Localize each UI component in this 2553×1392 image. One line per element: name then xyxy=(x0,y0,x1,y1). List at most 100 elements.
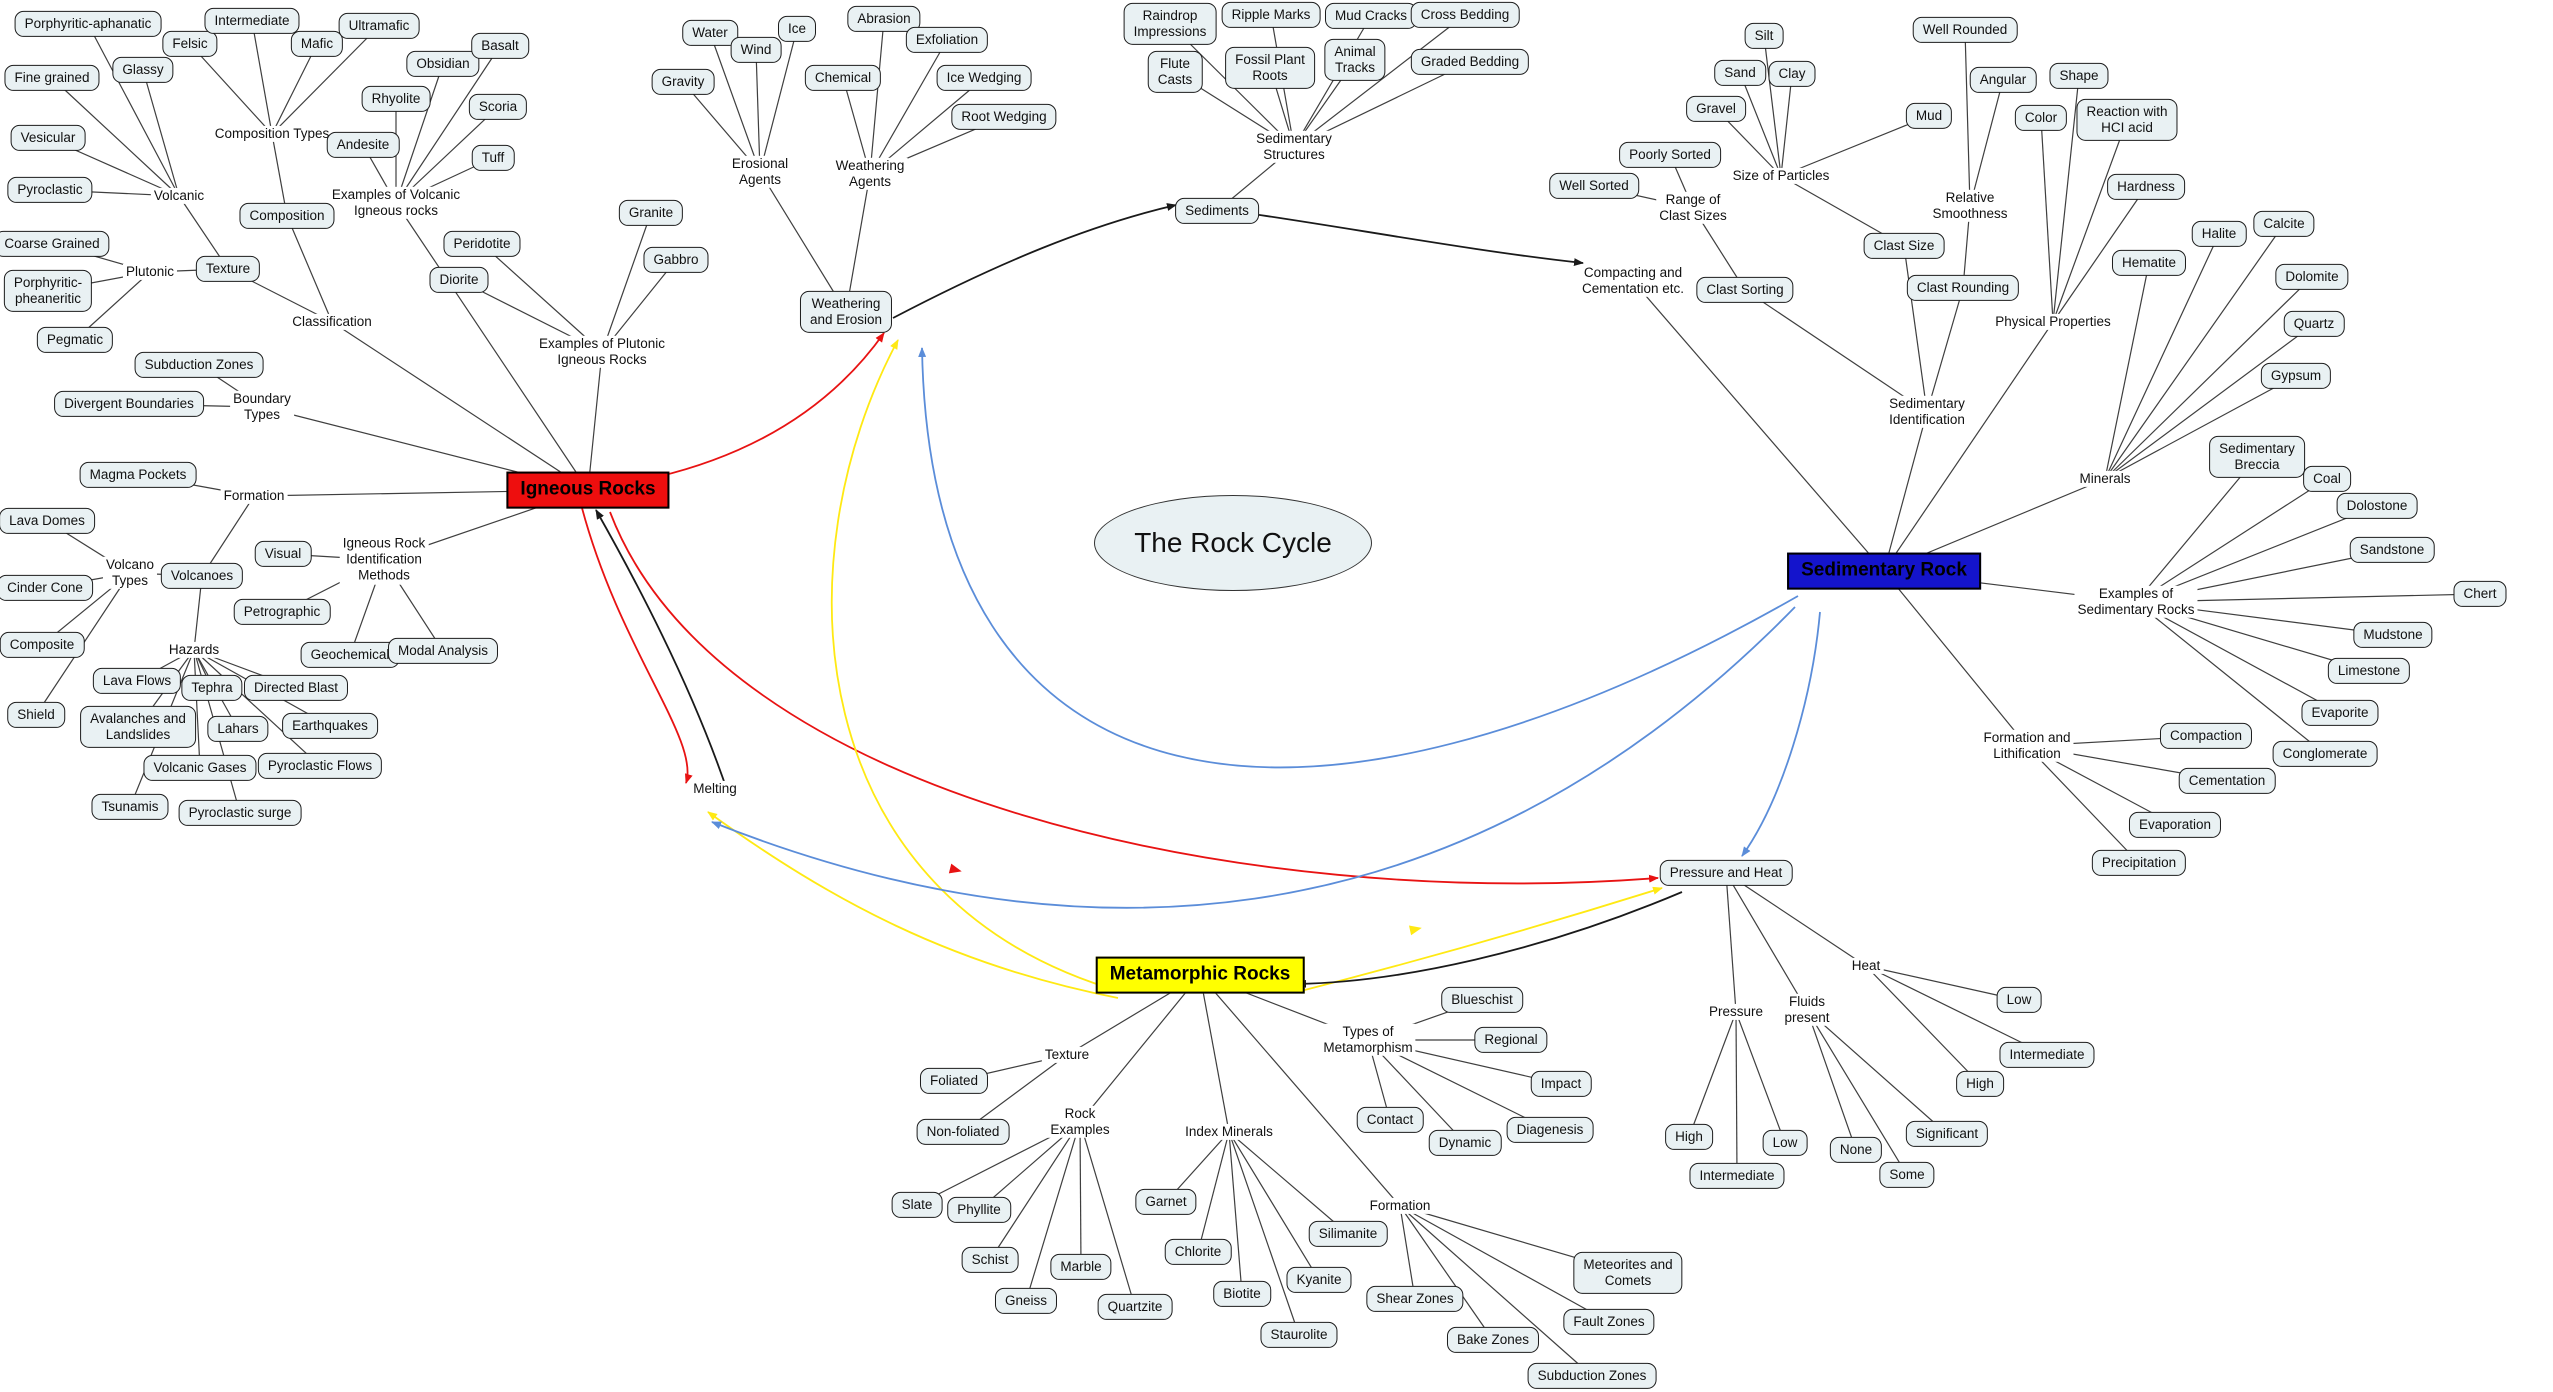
node-clast-sorting[interactable]: Clast Sorting xyxy=(1696,276,1794,304)
node-avalanches[interactable]: Avalanches and Landslides xyxy=(80,705,196,749)
node-ripple[interactable]: Ripple Marks xyxy=(1221,1,1321,29)
node-raindrop[interactable]: Raindrop Impressions xyxy=(1123,2,1217,46)
node-chert[interactable]: Chert xyxy=(2453,580,2507,608)
node-fine-grained[interactable]: Fine grained xyxy=(4,64,100,92)
node-volcanoes[interactable]: Volcanoes xyxy=(160,562,244,590)
node-dolostone[interactable]: Dolostone xyxy=(2336,492,2418,520)
node-blueschist[interactable]: Blueschist xyxy=(1441,986,1523,1014)
node-coarse-grained[interactable]: Coarse Grained xyxy=(0,230,110,258)
node-cross-bedding[interactable]: Cross Bedding xyxy=(1410,1,1520,29)
node-pyro-flows[interactable]: Pyroclastic Flows xyxy=(257,752,383,780)
node-rock-cycle[interactable]: The Rock Cycle xyxy=(1094,495,1372,591)
node-ultramafic[interactable]: Ultramafic xyxy=(338,12,420,40)
node-garnet[interactable]: Garnet xyxy=(1135,1188,1197,1216)
node-compaction[interactable]: Compaction xyxy=(2159,722,2253,750)
node-volcanic-gases[interactable]: Volcanic Gases xyxy=(143,754,257,782)
node-quartz[interactable]: Quartz xyxy=(2283,310,2345,338)
node-cementation[interactable]: Cementation xyxy=(2178,767,2276,795)
node-peridotite[interactable]: Peridotite xyxy=(443,230,521,258)
node-felsic[interactable]: Felsic xyxy=(162,30,218,58)
node-volcano-types[interactable]: Volcano Types xyxy=(102,556,158,590)
node-igneous[interactable]: Igneous Rocks xyxy=(506,471,670,509)
node-mud[interactable]: Mud xyxy=(1905,102,1953,130)
node-coal[interactable]: Coal xyxy=(2303,465,2351,493)
node-melting[interactable]: Melting xyxy=(690,780,740,798)
node-flute-casts[interactable]: Flute Casts xyxy=(1147,50,1203,94)
node-ice-wedging[interactable]: Ice Wedging xyxy=(936,64,1032,92)
node-halite[interactable]: Halite xyxy=(2191,220,2247,248)
node-hematite[interactable]: Hematite xyxy=(2111,249,2187,277)
node-minerals[interactable]: Minerals xyxy=(2076,470,2134,488)
node-chemical[interactable]: Chemical xyxy=(804,64,882,92)
node-size-particles[interactable]: Size of Particles xyxy=(1729,167,1833,185)
node-sed-breccia[interactable]: Sedimentary Breccia xyxy=(2209,435,2305,479)
node-wae[interactable]: Weathering and Erosion xyxy=(799,290,893,334)
node-tuff[interactable]: Tuff xyxy=(471,144,515,172)
node-well-sorted[interactable]: Well Sorted xyxy=(1549,172,1639,200)
node-obsidian[interactable]: Obsidian xyxy=(406,50,480,78)
node-plutonic[interactable]: Plutonic xyxy=(122,263,178,281)
node-abrasion[interactable]: Abrasion xyxy=(847,5,921,33)
node-texture-ig[interactable]: Texture xyxy=(195,255,261,283)
node-lahars[interactable]: Lahars xyxy=(207,715,269,743)
node-sandstone[interactable]: Sandstone xyxy=(2349,536,2435,564)
node-rhyolite[interactable]: Rhyolite xyxy=(361,85,431,113)
node-color[interactable]: Color xyxy=(2014,104,2068,132)
node-tsunamis[interactable]: Tsunamis xyxy=(91,793,169,821)
node-earthquakes[interactable]: Earthquakes xyxy=(282,712,378,740)
node-angular[interactable]: Angular xyxy=(1969,66,2037,94)
node-magma-pockets[interactable]: Magma Pockets xyxy=(79,461,197,489)
node-erosional-agents[interactable]: Erosional Agents xyxy=(728,155,792,189)
node-gypsum[interactable]: Gypsum xyxy=(2260,362,2332,390)
node-ice[interactable]: Ice xyxy=(777,15,817,43)
node-mud-cracks[interactable]: Mud Cracks xyxy=(1324,2,1418,30)
node-kyanite[interactable]: Kyanite xyxy=(1286,1266,1352,1294)
node-porph-aph[interactable]: Porphyritic-aphanatic xyxy=(14,10,162,38)
node-shape[interactable]: Shape xyxy=(2049,62,2109,90)
node-animal-tracks[interactable]: Animal Tracks xyxy=(1324,38,1386,82)
node-evaporite[interactable]: Evaporite xyxy=(2301,699,2379,727)
node-contact[interactable]: Contact xyxy=(1356,1106,1424,1134)
node-petrographic[interactable]: Petrographic xyxy=(233,598,331,626)
node-basalt[interactable]: Basalt xyxy=(471,32,529,60)
node-scoria[interactable]: Scoria xyxy=(468,93,528,121)
node-composite[interactable]: Composite xyxy=(0,631,85,659)
node-andesite[interactable]: Andesite xyxy=(326,131,400,159)
node-mafic[interactable]: Mafic xyxy=(290,30,344,58)
node-geochemical[interactable]: Geochemical xyxy=(300,641,400,669)
node-range-clast[interactable]: Range of Clast Sizes xyxy=(1656,191,1730,225)
node-hardness[interactable]: Hardness xyxy=(2107,173,2185,201)
node-sediments[interactable]: Sediments xyxy=(1175,197,1259,225)
node-gravel[interactable]: Gravel xyxy=(1686,95,1746,123)
node-cinder-cone[interactable]: Cinder Cone xyxy=(0,574,93,602)
node-wind[interactable]: Wind xyxy=(730,36,782,64)
node-metamorphic[interactable]: Metamorphic Rocks xyxy=(1095,956,1305,994)
node-classification[interactable]: Classification xyxy=(289,313,375,331)
node-gravity[interactable]: Gravity xyxy=(651,68,715,96)
node-reaction[interactable]: Reaction with HCI acid xyxy=(2076,98,2178,142)
node-clast-rounding[interactable]: Clast Rounding xyxy=(1906,274,2020,302)
node-limestone[interactable]: Limestone xyxy=(2327,657,2411,685)
node-shear-zones[interactable]: Shear Zones xyxy=(1366,1285,1464,1313)
node-vesicular[interactable]: Vesicular xyxy=(10,124,86,152)
node-clay[interactable]: Clay xyxy=(1768,60,1816,88)
node-high-p[interactable]: High xyxy=(1665,1123,1713,1151)
node-subduction-ig[interactable]: Subduction Zones xyxy=(134,351,264,379)
node-rel-smooth[interactable]: Relative Smoothness xyxy=(1929,189,2011,223)
node-clast-size[interactable]: Clast Size xyxy=(1863,232,1945,260)
node-sand[interactable]: Sand xyxy=(1714,59,1766,87)
node-divergent[interactable]: Divergent Boundaries xyxy=(54,390,204,418)
node-intermediate-p[interactable]: Intermediate xyxy=(1689,1162,1785,1190)
node-pegmatic[interactable]: Pegmatic xyxy=(36,326,114,354)
node-impact[interactable]: Impact xyxy=(1530,1070,1592,1098)
node-texture-meta[interactable]: Texture xyxy=(1041,1046,1093,1064)
node-biotite[interactable]: Biotite xyxy=(1213,1280,1271,1308)
node-sed-id[interactable]: Sedimentary Identification xyxy=(1886,395,1968,429)
node-heat[interactable]: Heat xyxy=(1848,957,1884,975)
node-low-h[interactable]: Low xyxy=(1996,986,2042,1014)
node-visual[interactable]: Visual xyxy=(254,540,312,568)
node-well-rounded[interactable]: Well Rounded xyxy=(1912,16,2018,44)
node-pyro-surge[interactable]: Pyroclastic surge xyxy=(178,799,302,827)
node-quartzite[interactable]: Quartzite xyxy=(1097,1293,1173,1321)
node-pressure-heat[interactable]: Pressure and Heat xyxy=(1659,859,1793,887)
